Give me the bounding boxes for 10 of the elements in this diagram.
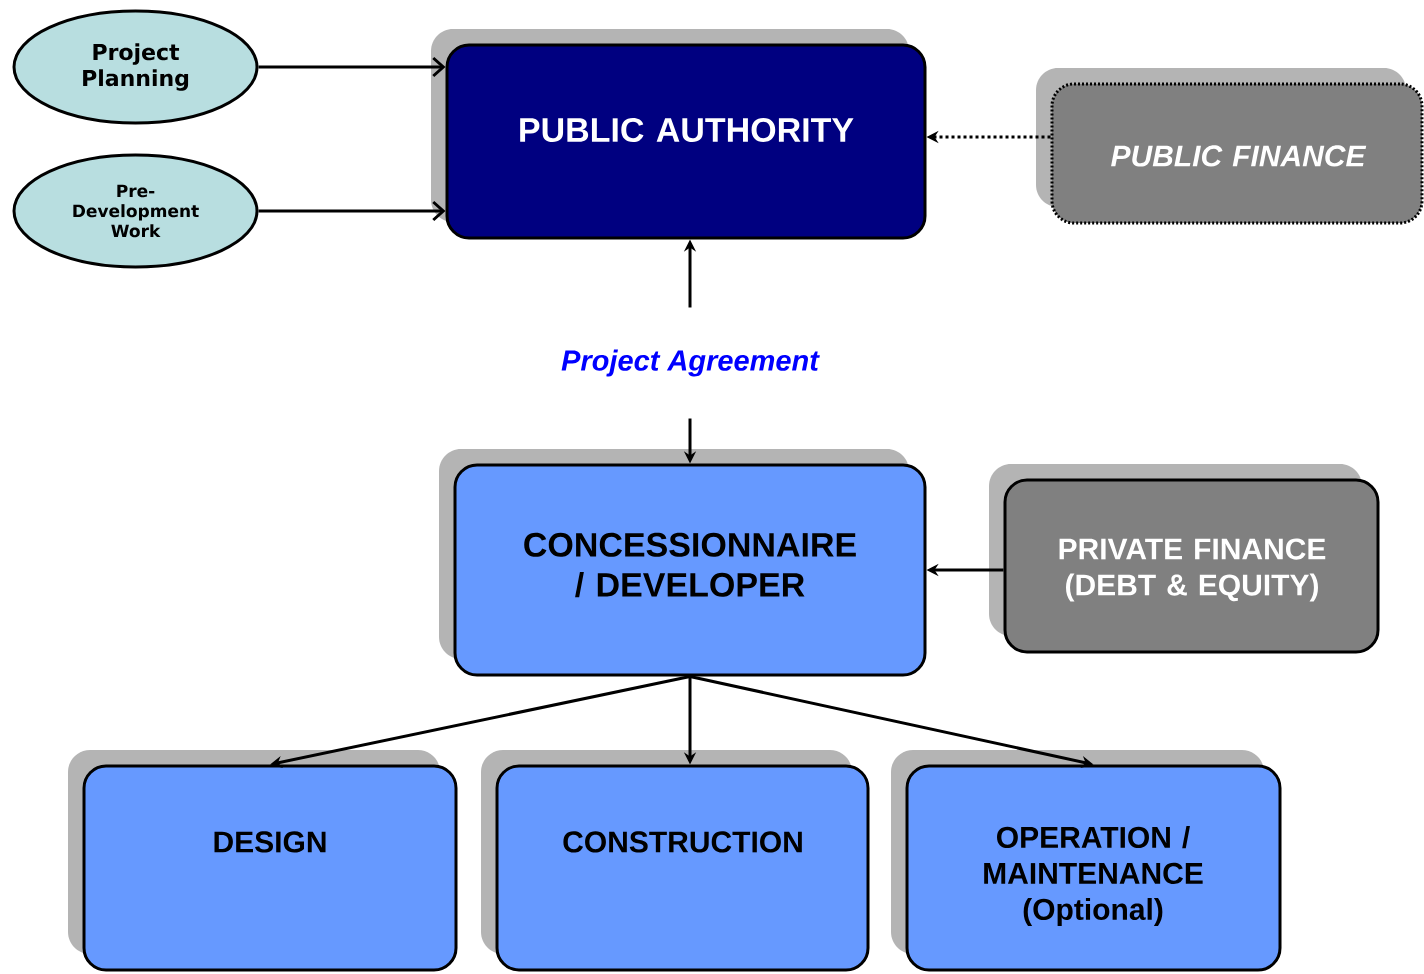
- process-box: PUBLIC AUTHORITY: [431, 29, 927, 240]
- process-box: CONCESSIONNAIRE / DEVELOPER: [439, 449, 927, 677]
- arrow: [258, 200, 446, 222]
- arrow: [258, 56, 446, 78]
- agreement-label: Project Agreement: [561, 349, 820, 377]
- process-box: PRIVATE FINANCE (DEBT & EQUITY): [989, 464, 1380, 654]
- process-box: OPERATION / MAINTENANCE (Optional): [891, 750, 1282, 972]
- process-box: PUBLIC FINANCE: [1036, 68, 1424, 225]
- process-box: DESIGN: [68, 750, 458, 972]
- process-box: CONSTRUCTION: [481, 750, 870, 972]
